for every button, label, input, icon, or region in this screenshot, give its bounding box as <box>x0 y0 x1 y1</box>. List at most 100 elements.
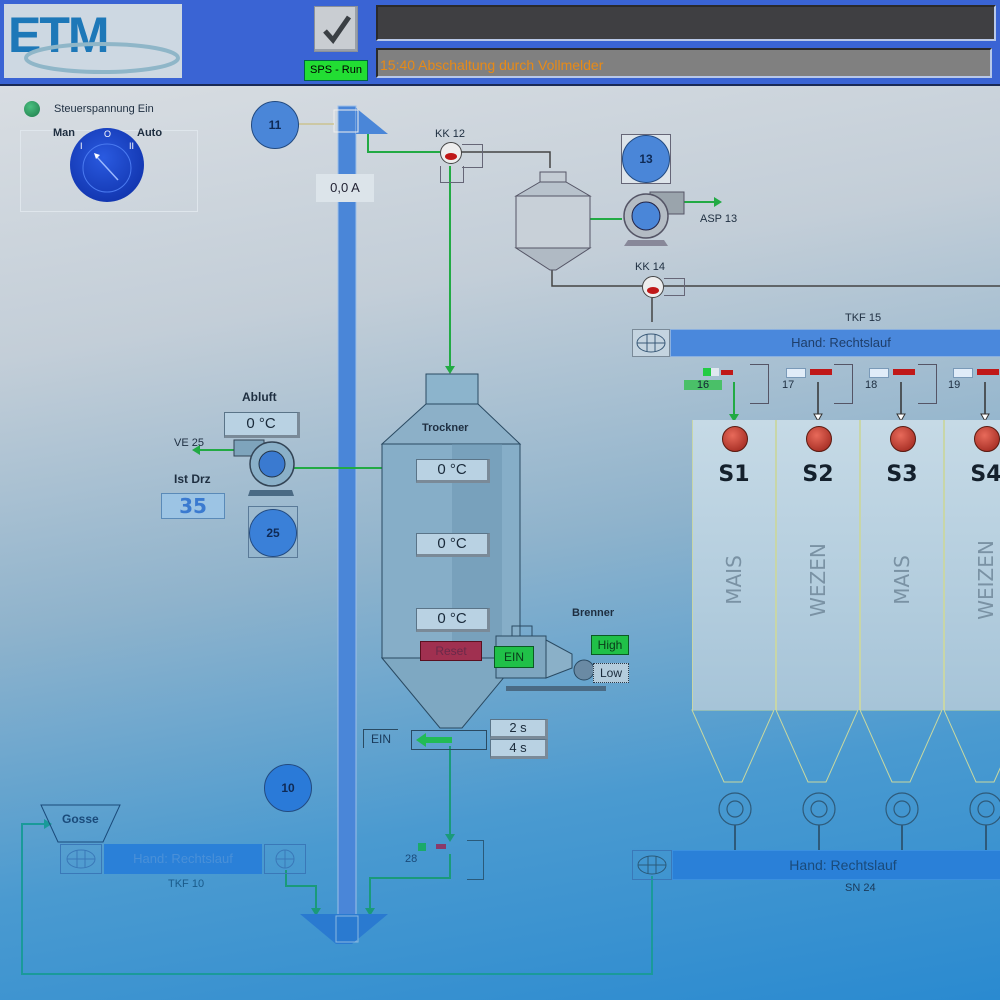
logo-swoosh-icon <box>24 42 180 74</box>
discharge-on-time[interactable]: 2 s <box>490 719 548 739</box>
dryer-title: Trockner <box>422 422 469 434</box>
sn24-motor-icon[interactable] <box>632 850 672 880</box>
slide-28-frame <box>467 840 484 880</box>
sn24-label: SN 24 <box>845 882 876 894</box>
motor-25[interactable]: 25 <box>249 509 297 557</box>
etm-logo: ETM <box>4 4 182 78</box>
slide-18-frame <box>918 364 937 404</box>
slide-28-indicator <box>418 843 426 851</box>
slide-17-label: 17 <box>782 379 795 391</box>
motor-13[interactable]: 13 <box>622 135 670 183</box>
exhaust-temp: 0 °C <box>224 412 300 438</box>
silo-s3-product: MAIS <box>890 555 914 605</box>
slide-17-gate[interactable] <box>810 369 832 375</box>
speed-value: 35 <box>161 493 225 519</box>
gosse-label: Gosse <box>62 812 99 826</box>
pos-ii-label: II <box>129 141 135 151</box>
motor-25-frame: 25 <box>248 506 298 558</box>
elevator-current: 0,0 A <box>316 174 374 202</box>
acknowledge-button[interactable] <box>314 6 358 52</box>
power-label: Steuerspannung Ein <box>54 103 154 115</box>
slide-17-frame <box>834 364 853 404</box>
silo-s2[interactable]: S2 WEZEN <box>776 420 860 710</box>
motor-10[interactable]: 10 <box>264 764 312 812</box>
kk14-label: KK 14 <box>635 261 665 273</box>
slide-16-label: 16 <box>684 380 722 391</box>
sn24-conveyor[interactable]: Hand: Rechtslauf <box>672 850 1000 880</box>
speed-label: Ist Drz <box>174 472 211 486</box>
tkf10-drive-icon[interactable] <box>264 844 306 874</box>
slide-18-indicator <box>869 368 889 378</box>
pos-i-label: I <box>80 141 83 151</box>
process-canvas: Steuerspannung Ein Man Auto I O II 11 0,… <box>0 86 1000 1000</box>
tkf10-label: TKF 10 <box>168 878 205 890</box>
asp13-label: ASP 13 <box>700 213 738 225</box>
reset-button[interactable]: Reset <box>420 641 482 661</box>
slide-18-gate[interactable] <box>893 369 915 375</box>
kk12-flap <box>462 144 483 168</box>
slide-18-label: 18 <box>865 379 878 391</box>
power-led <box>24 101 40 117</box>
burner-high-button[interactable]: High <box>591 635 629 655</box>
silo-s3-level-led <box>890 426 916 452</box>
dryer-temp-mid: 0 °C <box>416 533 490 557</box>
slide-16-indicator-off <box>711 368 719 376</box>
mode-selector-knob[interactable] <box>70 128 144 202</box>
tkf15-motor-icon[interactable] <box>632 329 670 357</box>
mode-man-label: Man <box>53 127 75 139</box>
header-bar: ETM SPS - Run 15:40 Abschaltung durch Vo… <box>0 0 1000 86</box>
message-line-2: 15:40 Abschaltung durch Vollmelder <box>376 48 992 78</box>
tkf15-label: TKF 15 <box>845 312 882 324</box>
kk12-label: KK 12 <box>435 128 465 140</box>
silo-s4[interactable]: S4 WEIZEN <box>944 420 1000 710</box>
slide-28-gate[interactable] <box>436 844 446 849</box>
knob-pointer-icon <box>82 143 132 193</box>
kk12-valve[interactable] <box>440 142 462 164</box>
silo-s1-level-led <box>722 426 748 452</box>
slide-28-label: 28 <box>405 853 418 865</box>
silo-s1[interactable]: S1 MAIS <box>692 420 776 710</box>
checkmark-icon <box>323 15 352 45</box>
silo-s1-name: S1 <box>718 462 750 487</box>
discharge-state: EIN <box>363 729 398 748</box>
pipe-lines <box>21 105 1000 975</box>
exhaust-title: Abluft <box>242 390 277 404</box>
tkf10-conveyor[interactable]: Hand: Rechtslauf <box>104 844 262 874</box>
slide-19-indicator <box>953 368 973 378</box>
silo-s1-product: MAIS <box>722 555 746 605</box>
tkf10-motor-icon[interactable] <box>60 844 102 874</box>
burner-title: Brenner <box>572 607 615 619</box>
plc-status-badge: SPS - Run <box>304 60 368 81</box>
kk12-flap-lower <box>440 166 464 183</box>
burner-low-button[interactable]: Low <box>593 663 629 683</box>
silo-s4-product: WEIZEN <box>974 540 998 620</box>
ve25-label: VE 25 <box>174 437 204 449</box>
slide-19-gate[interactable] <box>977 369 999 375</box>
silo-s4-level-led <box>974 426 1000 452</box>
kk14-valve[interactable] <box>642 276 664 298</box>
silo-s3-name: S3 <box>886 462 918 487</box>
silo-s2-product: WEZEN <box>806 543 830 617</box>
silo-s4-name: S4 <box>970 462 1000 487</box>
aspiration-fan-icon[interactable] <box>620 190 686 246</box>
dryer-temp-top: 0 °C <box>416 459 490 483</box>
slide-16-gate[interactable] <box>721 370 733 375</box>
exhaust-fan-icon[interactable] <box>232 438 296 496</box>
message-line-1 <box>376 5 996 41</box>
silo-s3[interactable]: S3 MAIS <box>860 420 944 710</box>
mode-auto-label: Auto <box>137 127 163 139</box>
slide-19-label: 19 <box>948 379 961 391</box>
silo-s2-level-led <box>806 426 832 452</box>
discharge-gate[interactable] <box>411 730 487 750</box>
kk14-flap <box>664 278 685 296</box>
gosse-hopper-icon <box>40 804 121 843</box>
silo-s2-name: S2 <box>802 462 834 487</box>
slide-17-indicator <box>786 368 806 378</box>
arrow-left-icon <box>416 733 452 747</box>
tkf15-conveyor[interactable]: Hand: Rechtslauf <box>670 329 1000 357</box>
slide-16-indicator <box>703 368 711 376</box>
slide-16-frame <box>750 364 769 404</box>
motor-11[interactable]: 11 <box>251 101 299 149</box>
discharge-off-time[interactable]: 4 s <box>490 739 548 759</box>
burner-on-button[interactable]: EIN <box>494 646 534 668</box>
